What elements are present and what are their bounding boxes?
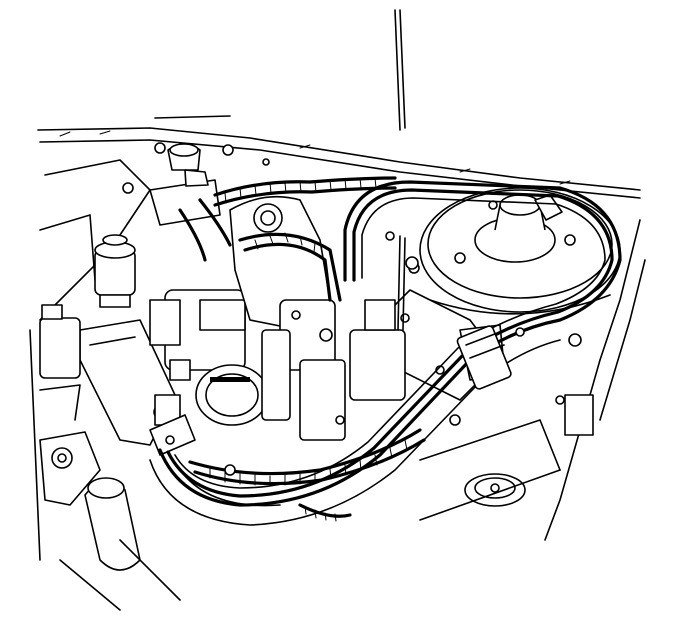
hood-edge-lines	[37, 9, 641, 199]
relay-canister	[94, 234, 136, 308]
right-fender	[544, 219, 646, 541]
left-fender	[29, 159, 151, 561]
throttle-body	[149, 289, 269, 456]
lower-left-bracket	[39, 431, 141, 571]
upper-sensor	[149, 143, 232, 262]
small-fittings	[59, 142, 565, 611]
reservoir-cap	[419, 419, 561, 521]
intake-manifold	[229, 195, 346, 441]
wiring-loom-upper	[213, 176, 397, 302]
left-connectors	[39, 304, 81, 421]
